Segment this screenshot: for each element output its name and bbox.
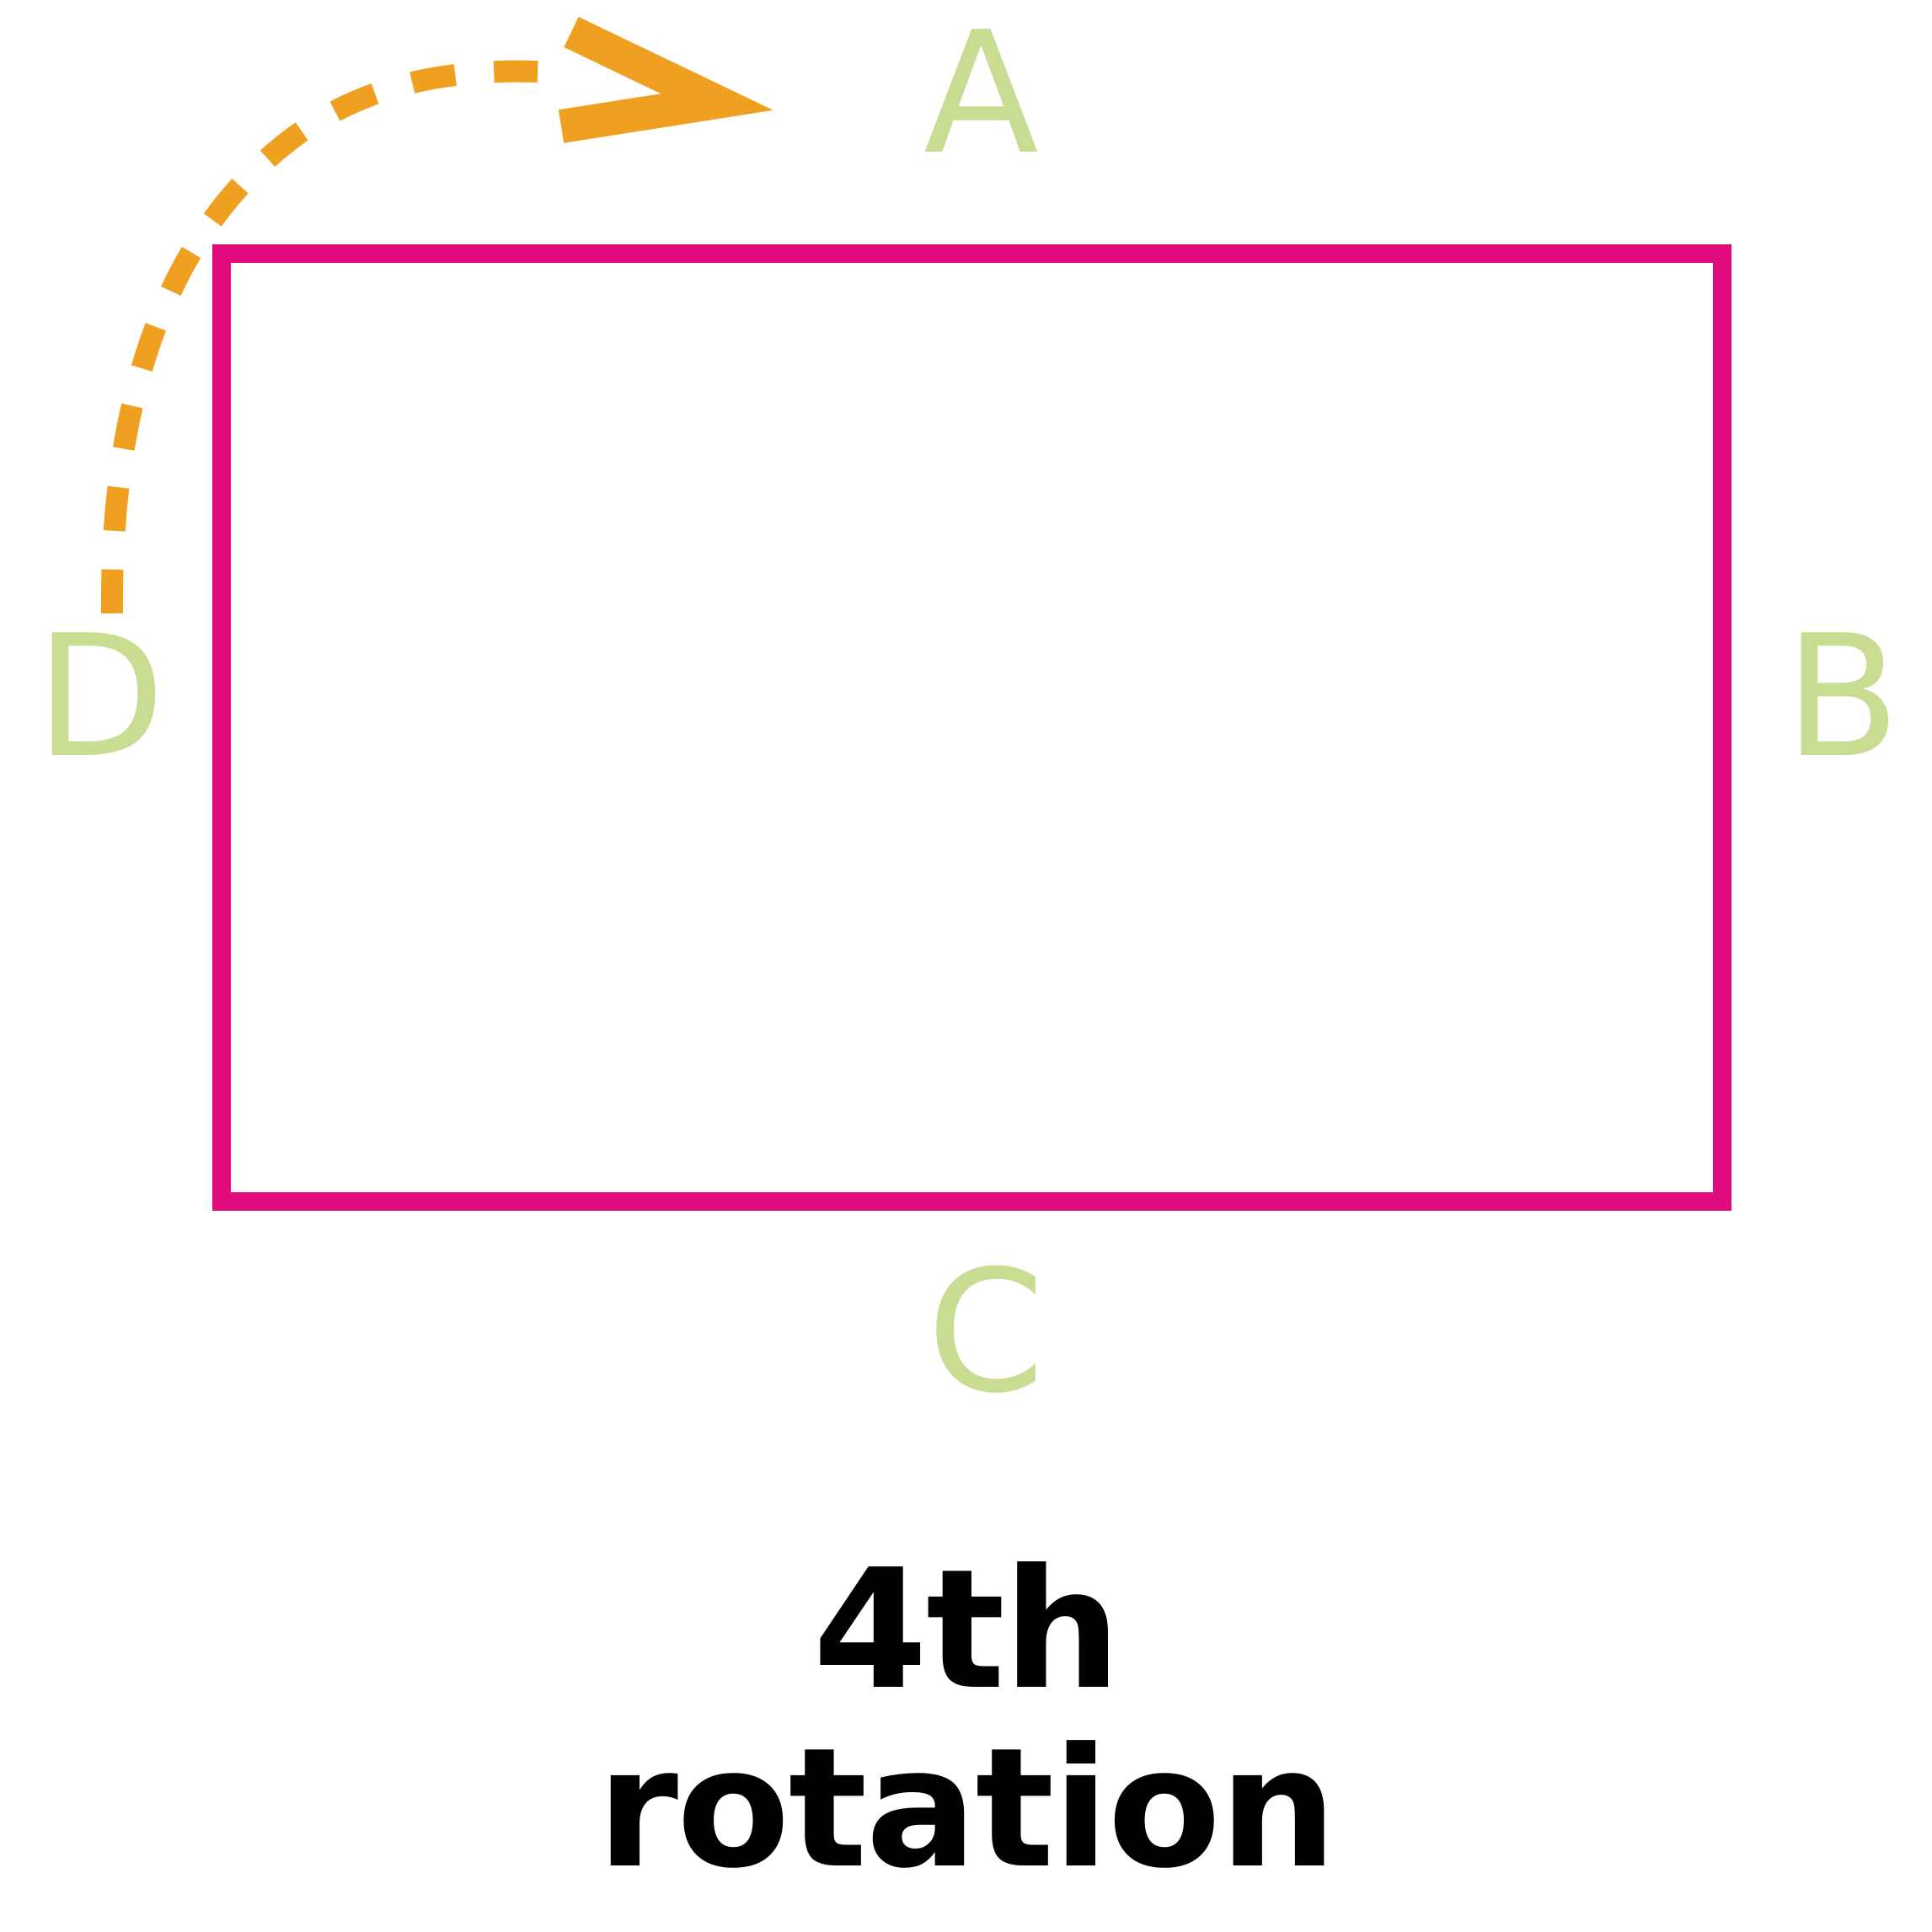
rectangle-shape bbox=[212, 244, 1731, 1211]
caption-line-1: 4th bbox=[812, 1534, 1121, 1726]
side-label-a: A bbox=[923, 0, 1039, 192]
side-label-b: B bbox=[1785, 599, 1901, 795]
caption-line-2: rotation bbox=[597, 1712, 1336, 1905]
caption: 4th rotation bbox=[0, 1534, 1932, 1905]
side-label-c: C bbox=[927, 1234, 1045, 1431]
side-label-d: D bbox=[35, 599, 166, 795]
arrow-head-icon bbox=[558, 16, 773, 143]
